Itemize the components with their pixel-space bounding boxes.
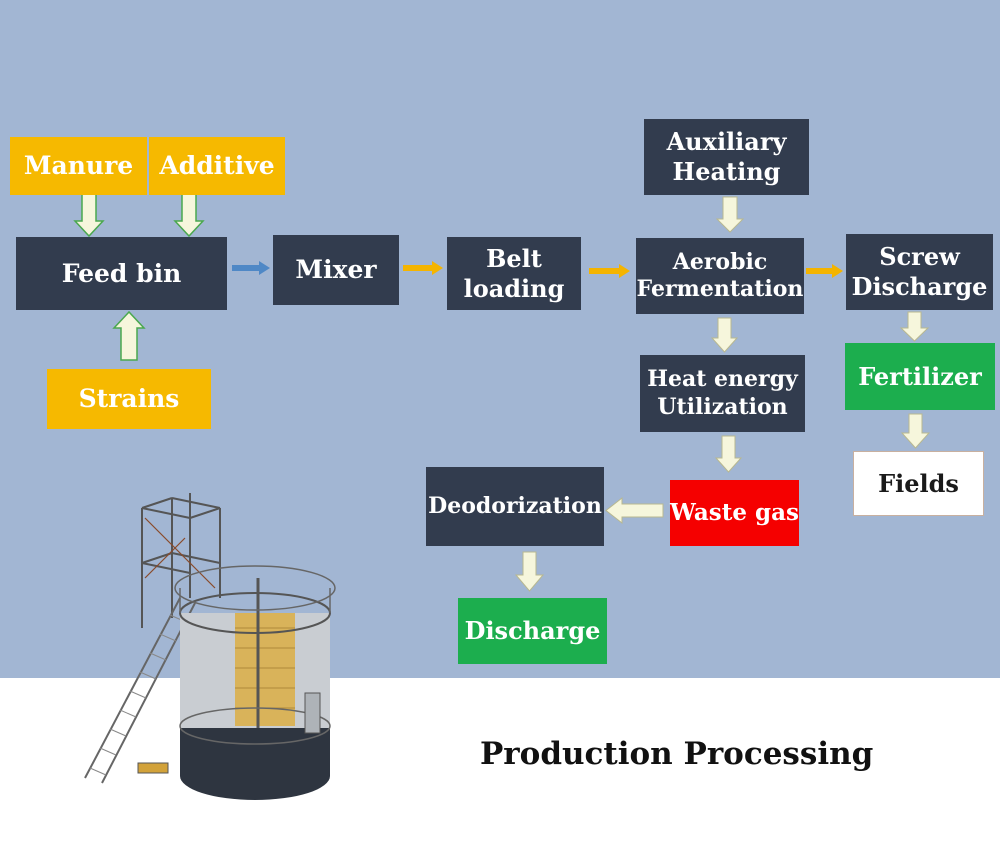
node-fertilizer-label: Fertilizer [858, 361, 982, 391]
arrow-heat-wastegas [714, 435, 743, 473]
node-manure: Manure [10, 137, 147, 195]
fermentation-tank-illustration [84, 493, 336, 800]
arrow-wastegas-deodorization [605, 496, 664, 525]
node-auxiliary-heating-line1: Auxiliary [666, 127, 787, 156]
node-discharge-label: Discharge [464, 616, 601, 645]
arrow-additive-feedbin [173, 193, 205, 238]
node-fields: Fields [853, 451, 984, 516]
arrow-strains-feedbin [112, 310, 146, 361]
arrow-deodorization-discharge [514, 551, 545, 592]
node-screw-discharge: Screw Discharge [846, 234, 993, 310]
node-screw-discharge-line1: Screw [879, 242, 960, 271]
arrow-fermentation-heat [710, 317, 739, 353]
node-aerobic-fermentation-line1: Aerobic [672, 248, 768, 275]
arrow-mixer-belt [403, 261, 443, 275]
node-waste-gas-label: Waste gas [670, 498, 799, 526]
arrow-fermentation-screw [806, 264, 843, 278]
node-additive: Additive [149, 137, 285, 195]
arrow-fertilizer-fields [900, 413, 931, 449]
node-deodorization: Deodorization [426, 467, 604, 546]
node-belt-loading-line2: loading [463, 273, 565, 303]
background-top [0, 0, 1000, 678]
arrow-heating-fermentation [715, 196, 745, 233]
node-discharge: Discharge [458, 598, 607, 664]
diagram-title: Production Processing [480, 736, 874, 772]
node-aerobic-fermentation-line2: Fermentation [636, 276, 804, 302]
arrow-belt-fermentation [589, 264, 630, 278]
arrow-screw-fertilizer [899, 311, 930, 342]
node-heat-energy-line2: Utilization [657, 393, 788, 420]
node-belt-loading-line1: Belt [486, 243, 542, 273]
node-heat-energy: Heat energy Utilization [640, 355, 805, 432]
node-strains-label: Strains [78, 384, 180, 414]
node-aerobic-fermentation: Aerobic Fermentation [636, 238, 804, 314]
node-heat-energy-line1: Heat energy [647, 366, 798, 392]
node-screw-discharge-line2: Discharge [851, 272, 988, 301]
arrow-manure-feedbin [73, 193, 105, 238]
node-belt-loading: Belt loading [447, 237, 581, 310]
node-fertilizer: Fertilizer [845, 343, 995, 410]
node-auxiliary-heating-line2: Heating [672, 157, 781, 186]
node-auxiliary-heating: Auxiliary Heating [644, 119, 809, 195]
node-mixer-label: Mixer [295, 255, 377, 285]
arrow-feedbin-mixer [232, 261, 270, 275]
node-fields-label: Fields [878, 468, 959, 498]
node-feed-bin: Feed bin [16, 237, 227, 310]
node-feed-bin-label: Feed bin [61, 258, 182, 288]
node-strains: Strains [47, 369, 211, 429]
node-mixer: Mixer [273, 235, 399, 305]
node-waste-gas: Waste gas [670, 480, 799, 546]
node-additive-label: Additive [159, 151, 275, 181]
node-manure-label: Manure [23, 151, 134, 181]
node-deodorization-label: Deodorization [428, 492, 602, 519]
